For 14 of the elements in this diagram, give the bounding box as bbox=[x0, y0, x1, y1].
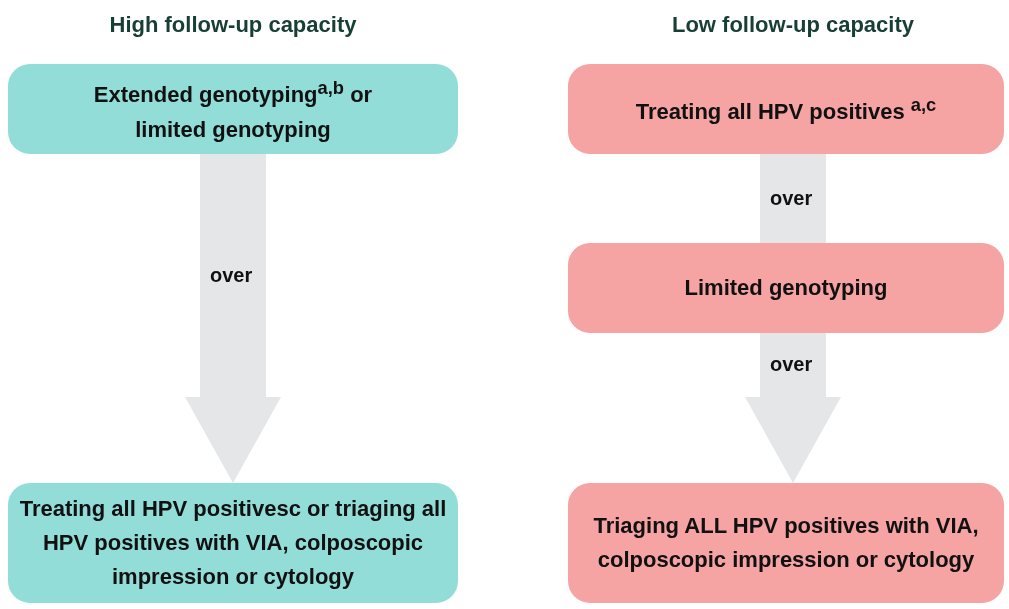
block-arrow bbox=[185, 154, 281, 483]
box-text: Treating all HPV positives $^{a,c}$ bbox=[635, 93, 937, 127]
process-box bbox=[568, 483, 1004, 603]
box-text: Limited genotyping bbox=[684, 274, 888, 302]
process-box bbox=[8, 483, 458, 603]
box-text: Extended genotyping$^{a,b}$ or limited genotyping bbox=[92, 76, 374, 144]
block-arrow bbox=[745, 333, 841, 483]
box-text: Treating all HPV positivesc or triaging all HPV positives with VIA, colposcopic impression or cytology bbox=[18, 495, 448, 591]
process-box bbox=[568, 64, 1004, 154]
process-box bbox=[568, 243, 1004, 333]
column-heading: High follow-up capacity bbox=[108, 12, 358, 38]
process-box bbox=[8, 64, 458, 154]
column-heading: Low follow-up capacity bbox=[671, 12, 915, 38]
box-text: Triaging ALL HPV positives with VIA, colposcopic impression or cytology bbox=[592, 512, 980, 574]
